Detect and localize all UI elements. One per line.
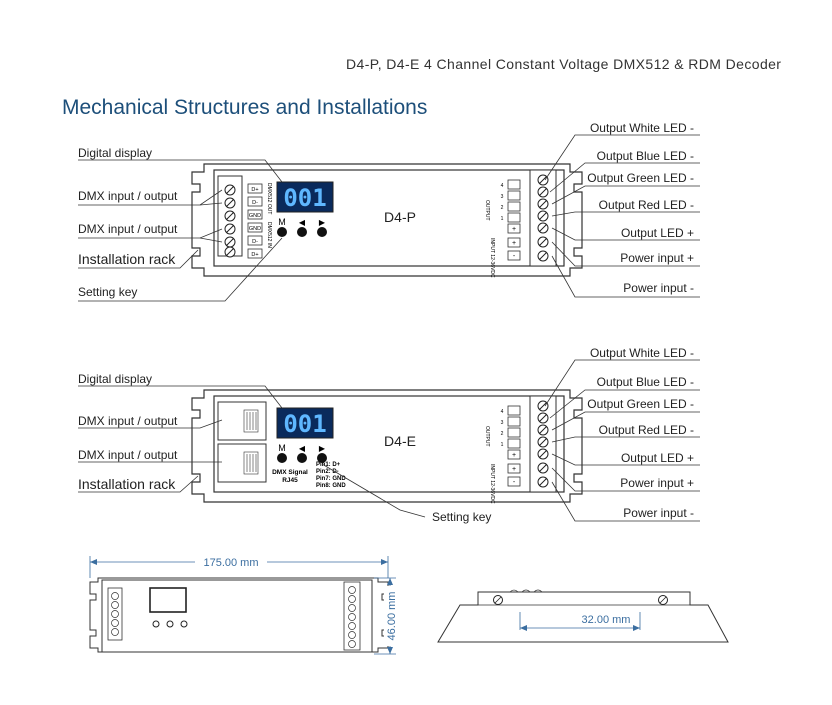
d4e-key-right-label: ▶ <box>319 444 326 453</box>
d4p-display-digits: 001 <box>283 184 326 212</box>
svg-text:+: + <box>512 466 516 473</box>
d4p-device: D+ D- GND GND D- D+ DMX512 OUT DMX512 IN… <box>191 163 583 278</box>
d4p-label-dmx-io-1: DMX input / output <box>78 189 178 203</box>
d4p-ch-num-3: 3 <box>501 194 504 200</box>
d4p-ch-num-2: 2 <box>501 205 504 211</box>
d4e-key-left-label: ◀ <box>299 444 306 453</box>
d4p-term-label-3: GND <box>249 213 261 219</box>
side-view-drawing: 32.00 mm <box>437 589 729 643</box>
d4e-label-output-green: Output Green LED - <box>587 397 694 411</box>
d4e-label-output-led-plus: Output LED + <box>620 451 694 465</box>
d4e-body <box>213 395 565 493</box>
d4p-right-leaders <box>544 134 700 298</box>
d4e-label-power-minus: Power input - <box>623 506 694 520</box>
d4p-key-left <box>297 227 307 237</box>
d4e-pin8: Pin8: GND <box>316 483 346 489</box>
top-view-display <box>149 587 187 613</box>
d4p-dmx-out-tag: DMX512 OUT <box>266 183 272 214</box>
d4e-key-m <box>277 453 287 463</box>
d4p-label-output-led-plus: Output LED + <box>620 226 694 240</box>
d4p-term-label-6: D+ <box>251 252 258 258</box>
svg-text:+: + <box>512 240 516 247</box>
d4p-term-label-4: GND <box>249 226 261 232</box>
d4p-term-label-5: D- <box>252 239 258 245</box>
document-header: D4-P, D4-E 4 Channel Constant Voltage DM… <box>346 56 782 72</box>
d4p-term-label-1: D+ <box>251 187 258 193</box>
d4e-pin7: Pin7: GND <box>316 476 346 482</box>
d4e-label-dmx-io-2: DMX input / output <box>78 448 178 462</box>
d4p-ch-num-4: 4 <box>501 183 504 189</box>
d4e-label-power-plus: Power input + <box>620 476 694 490</box>
svg-text:-: - <box>513 253 516 260</box>
dimension-height-label: 46.00 mm <box>386 592 398 641</box>
d4e-dmx-signal: DMX Signal <box>272 469 308 476</box>
d4p-label-setting-key: Setting key <box>78 285 138 299</box>
d4p-dmx-in-tag: DMX512 IN <box>266 222 272 248</box>
d4p-model-label: D4-P <box>384 209 416 225</box>
dimension-length-label: 175.00 mm <box>203 557 258 569</box>
d4p-label-digital-display: Digital display <box>78 146 153 160</box>
d4e-left-leaders <box>78 385 426 518</box>
svg-text:-: - <box>513 479 516 486</box>
d4p-body <box>213 169 565 267</box>
d4e-label-installation-rack: Installation rack <box>78 476 176 492</box>
svg-text:+: + <box>512 226 516 233</box>
d4e-label-dmx-io-1: DMX input / output <box>78 414 178 428</box>
d4p-label-dmx-io-2: DMX input / output <box>78 222 178 236</box>
d4p-left-leaders <box>78 159 283 302</box>
d4p-digital-display <box>276 181 334 213</box>
d4e-display-digits: 001 <box>283 410 326 438</box>
d4e-label-setting-key: Setting key <box>432 510 492 524</box>
d4p-label-output-white: Output White LED - <box>589 121 694 135</box>
d4e-key-right <box>317 453 327 463</box>
d4e-label-output-red: Output Red LED - <box>598 423 694 437</box>
d4e-label-output-blue: Output Blue LED - <box>596 375 694 389</box>
svg-text:+: + <box>512 452 516 459</box>
d4p-right-terminal-tags: + + - 4 3 2 1 <box>501 179 521 261</box>
d4p-input-tag: INPUT 12-36VDC <box>489 238 495 278</box>
section-title: Mechanical Structures and Installations <box>62 96 428 119</box>
d4e-right-terminal-tags: + + - 4 3 2 1 <box>501 405 521 487</box>
d4p-term-label-2: D- <box>252 200 258 206</box>
d4p-key-m-label: M <box>278 217 286 227</box>
d4p-key-right-label: ▶ <box>319 218 326 227</box>
d4p-key-m <box>277 227 287 237</box>
d4e-ch-num-2: 2 <box>501 431 504 437</box>
dimension-hole-spacing-label: 32.00 mm <box>582 614 631 626</box>
d4p-label-power-minus: Power input - <box>623 281 694 295</box>
d4e-model-label: D4-E <box>384 433 416 449</box>
d4e-ch-num-1: 1 <box>501 442 504 448</box>
d4e-ch-num-3: 3 <box>501 420 504 426</box>
d4p-label-output-green: Output Green LED - <box>587 171 694 185</box>
d4p-label-installation-rack: Installation rack <box>78 251 176 267</box>
d4e-pin1: Pin1: D+ <box>316 462 341 468</box>
d4e-digital-display <box>276 407 334 439</box>
d4p-terminal-labels: D+ D- GND GND D- D+ DMX512 OUT DMX512 IN <box>247 183 272 259</box>
d4p-key-right <box>317 227 327 237</box>
top-view-drawing: 175.00 mm 46.00 mm <box>89 555 398 655</box>
d4e-label-output-white: Output White LED - <box>589 346 694 360</box>
d4e-key-left <box>297 453 307 463</box>
d4p-label-power-plus: Power input + <box>620 251 694 265</box>
d4e-device: 001 M ◀ ▶ DMX Signal RJ45 Pin1: D+ Pin2:… <box>191 389 583 504</box>
d4e-pin2: Pin2: D- <box>316 469 339 475</box>
d4p-label-output-red: Output Red LED - <box>598 198 694 212</box>
d4e-rj45-port-top <box>217 401 267 441</box>
d4e-output-tag: OUTPUT <box>484 426 490 447</box>
d4p-key-left-label: ◀ <box>299 218 306 227</box>
d4p-output-tag: OUTPUT <box>484 200 490 221</box>
top-view-body <box>101 579 373 653</box>
d4e-input-tag: INPUT 12-36VDC <box>489 464 495 504</box>
d4e-rj45-port-bottom <box>217 443 267 483</box>
d4p-ch-num-1: 1 <box>501 216 504 222</box>
d4e-right-leaders <box>544 359 700 522</box>
d4e-rj45-label: RJ45 <box>282 477 298 484</box>
d4e-ch-num-4: 4 <box>501 409 504 415</box>
d4e-label-digital-display: Digital display <box>78 372 153 386</box>
d4p-label-output-blue: Output Blue LED - <box>596 149 694 163</box>
d4e-key-m-label: M <box>278 443 286 453</box>
